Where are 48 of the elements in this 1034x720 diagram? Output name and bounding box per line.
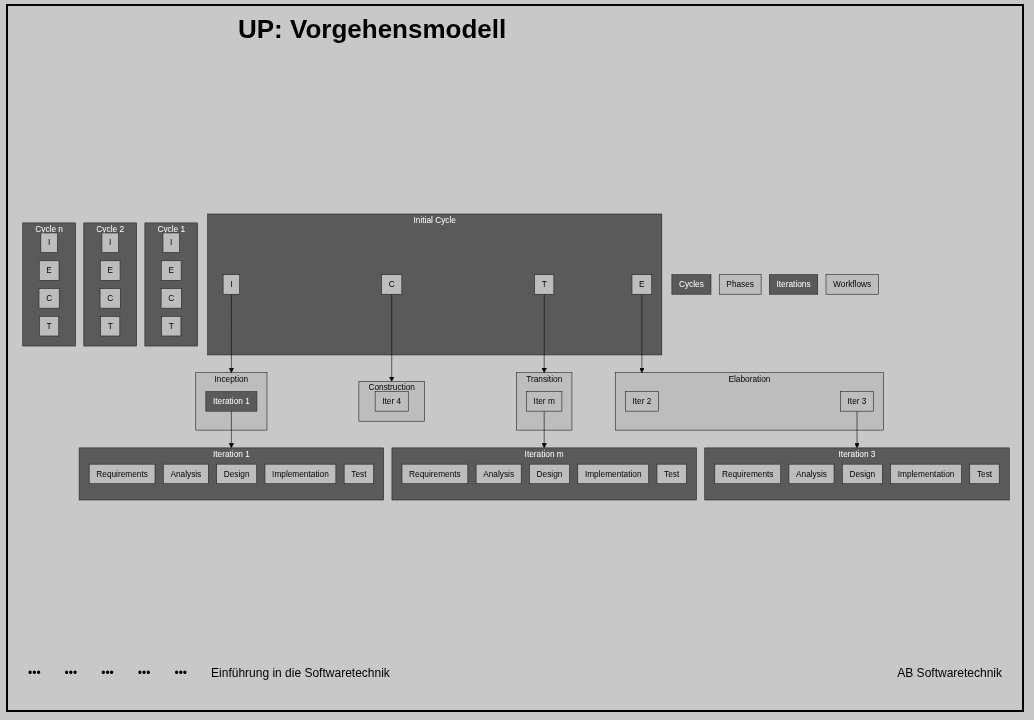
title: UP: Vorgehensmodell	[238, 14, 507, 45]
node-box: Analysis	[163, 463, 209, 484]
node-box: Test	[656, 463, 687, 484]
node-box: C	[381, 274, 403, 295]
node-box: Design	[842, 463, 883, 484]
node-box: E	[631, 274, 653, 295]
node-box: Iter 2	[625, 391, 659, 412]
node-box: I	[222, 274, 240, 295]
note-text: •••	[174, 666, 188, 680]
node-box: Analysis	[788, 463, 835, 484]
node-box: I	[40, 232, 58, 253]
note-text: •••	[137, 666, 151, 680]
node-box: T	[534, 274, 555, 295]
node-box: I	[162, 232, 180, 253]
node-box: Iter 3	[840, 391, 874, 412]
node-box: Phases	[718, 274, 762, 295]
node-box: Cycles	[671, 274, 712, 295]
note-text: Einführung in die Softwaretechnik	[211, 666, 390, 680]
node-box: T	[161, 316, 182, 337]
node-box: T	[100, 316, 121, 337]
node-box: I	[101, 232, 119, 253]
node-box: Iter 4	[374, 391, 409, 412]
node-box: Implementation	[577, 463, 649, 484]
note-text: •••	[101, 666, 114, 680]
node-box: Implementation	[890, 463, 962, 484]
node-box: C	[38, 288, 60, 309]
node-box: C	[99, 288, 121, 309]
node-box: Requirements	[88, 463, 156, 484]
node-box: Design	[216, 463, 257, 484]
node-box: E	[38, 260, 60, 281]
note-text: •••	[64, 666, 78, 680]
node-box: T	[39, 316, 60, 337]
node-box: Requirements	[714, 463, 781, 484]
node-box: E	[100, 260, 121, 281]
node-box: Iterations	[769, 274, 818, 295]
note-text: AB Softwaretechnik	[897, 666, 1002, 680]
node-box: Test	[343, 463, 374, 484]
node-box: Implementation	[264, 463, 337, 484]
node-box: E	[161, 260, 182, 281]
node-box: Requirements	[401, 463, 469, 484]
node-box: Iter m	[526, 391, 563, 412]
node-box: Design	[529, 463, 570, 484]
node-box: Analysis	[475, 463, 522, 484]
node-box: Workflows	[825, 274, 879, 295]
note-text: •••	[28, 666, 41, 680]
node-box: Iteration 1	[205, 391, 258, 412]
node-box: Test	[969, 463, 1000, 484]
node-box: C	[160, 288, 182, 309]
